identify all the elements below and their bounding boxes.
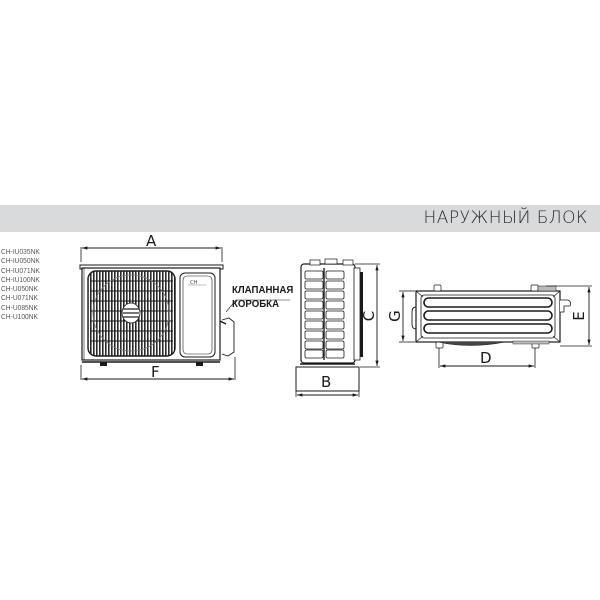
- section-banner: НАРУЖНЫЙ БЛОК: [0, 205, 600, 232]
- model-item: CH-IU050NK: [1, 256, 40, 266]
- model-list: CH-IU035NK CH-IU050NK CH-IU071NK CH-IU10…: [1, 247, 40, 321]
- model-item: CH-IU035NK: [1, 247, 40, 256]
- dim-b-label: B: [321, 373, 331, 391]
- dim-c-label: C: [360, 311, 378, 321]
- top-view: G E D: [386, 284, 592, 368]
- dim-f-label: F: [151, 363, 160, 381]
- side-view: B C: [295, 258, 380, 397]
- model-item: CH-U050NK: [1, 284, 38, 294]
- model-item: CH-IU100NK: [1, 274, 40, 284]
- dim-d-label: D: [480, 349, 492, 367]
- dim-e-label: E: [570, 311, 588, 320]
- fan-hub-icon: [121, 302, 141, 324]
- model-item: CH-U085NK: [1, 302, 38, 312]
- model-item: CH-U071NK: [1, 293, 38, 303]
- dim-g-label: G: [386, 310, 404, 322]
- callout-line-2: КОРОБКА: [232, 298, 280, 310]
- front-view: A CH: [79, 232, 290, 381]
- brand-logo: CH: [190, 280, 197, 286]
- section-title: НАРУЖНЫЙ БЛОК: [423, 208, 588, 228]
- dim-a-label: A: [146, 232, 157, 250]
- model-item: CH-U100NK: [1, 312, 38, 322]
- valve-box-callout: КЛАПАННАЯ КОРОБКА: [232, 283, 293, 311]
- callout-line-1: КЛАПАННАЯ: [232, 284, 294, 296]
- model-item: CH-IU071NK: [1, 265, 40, 275]
